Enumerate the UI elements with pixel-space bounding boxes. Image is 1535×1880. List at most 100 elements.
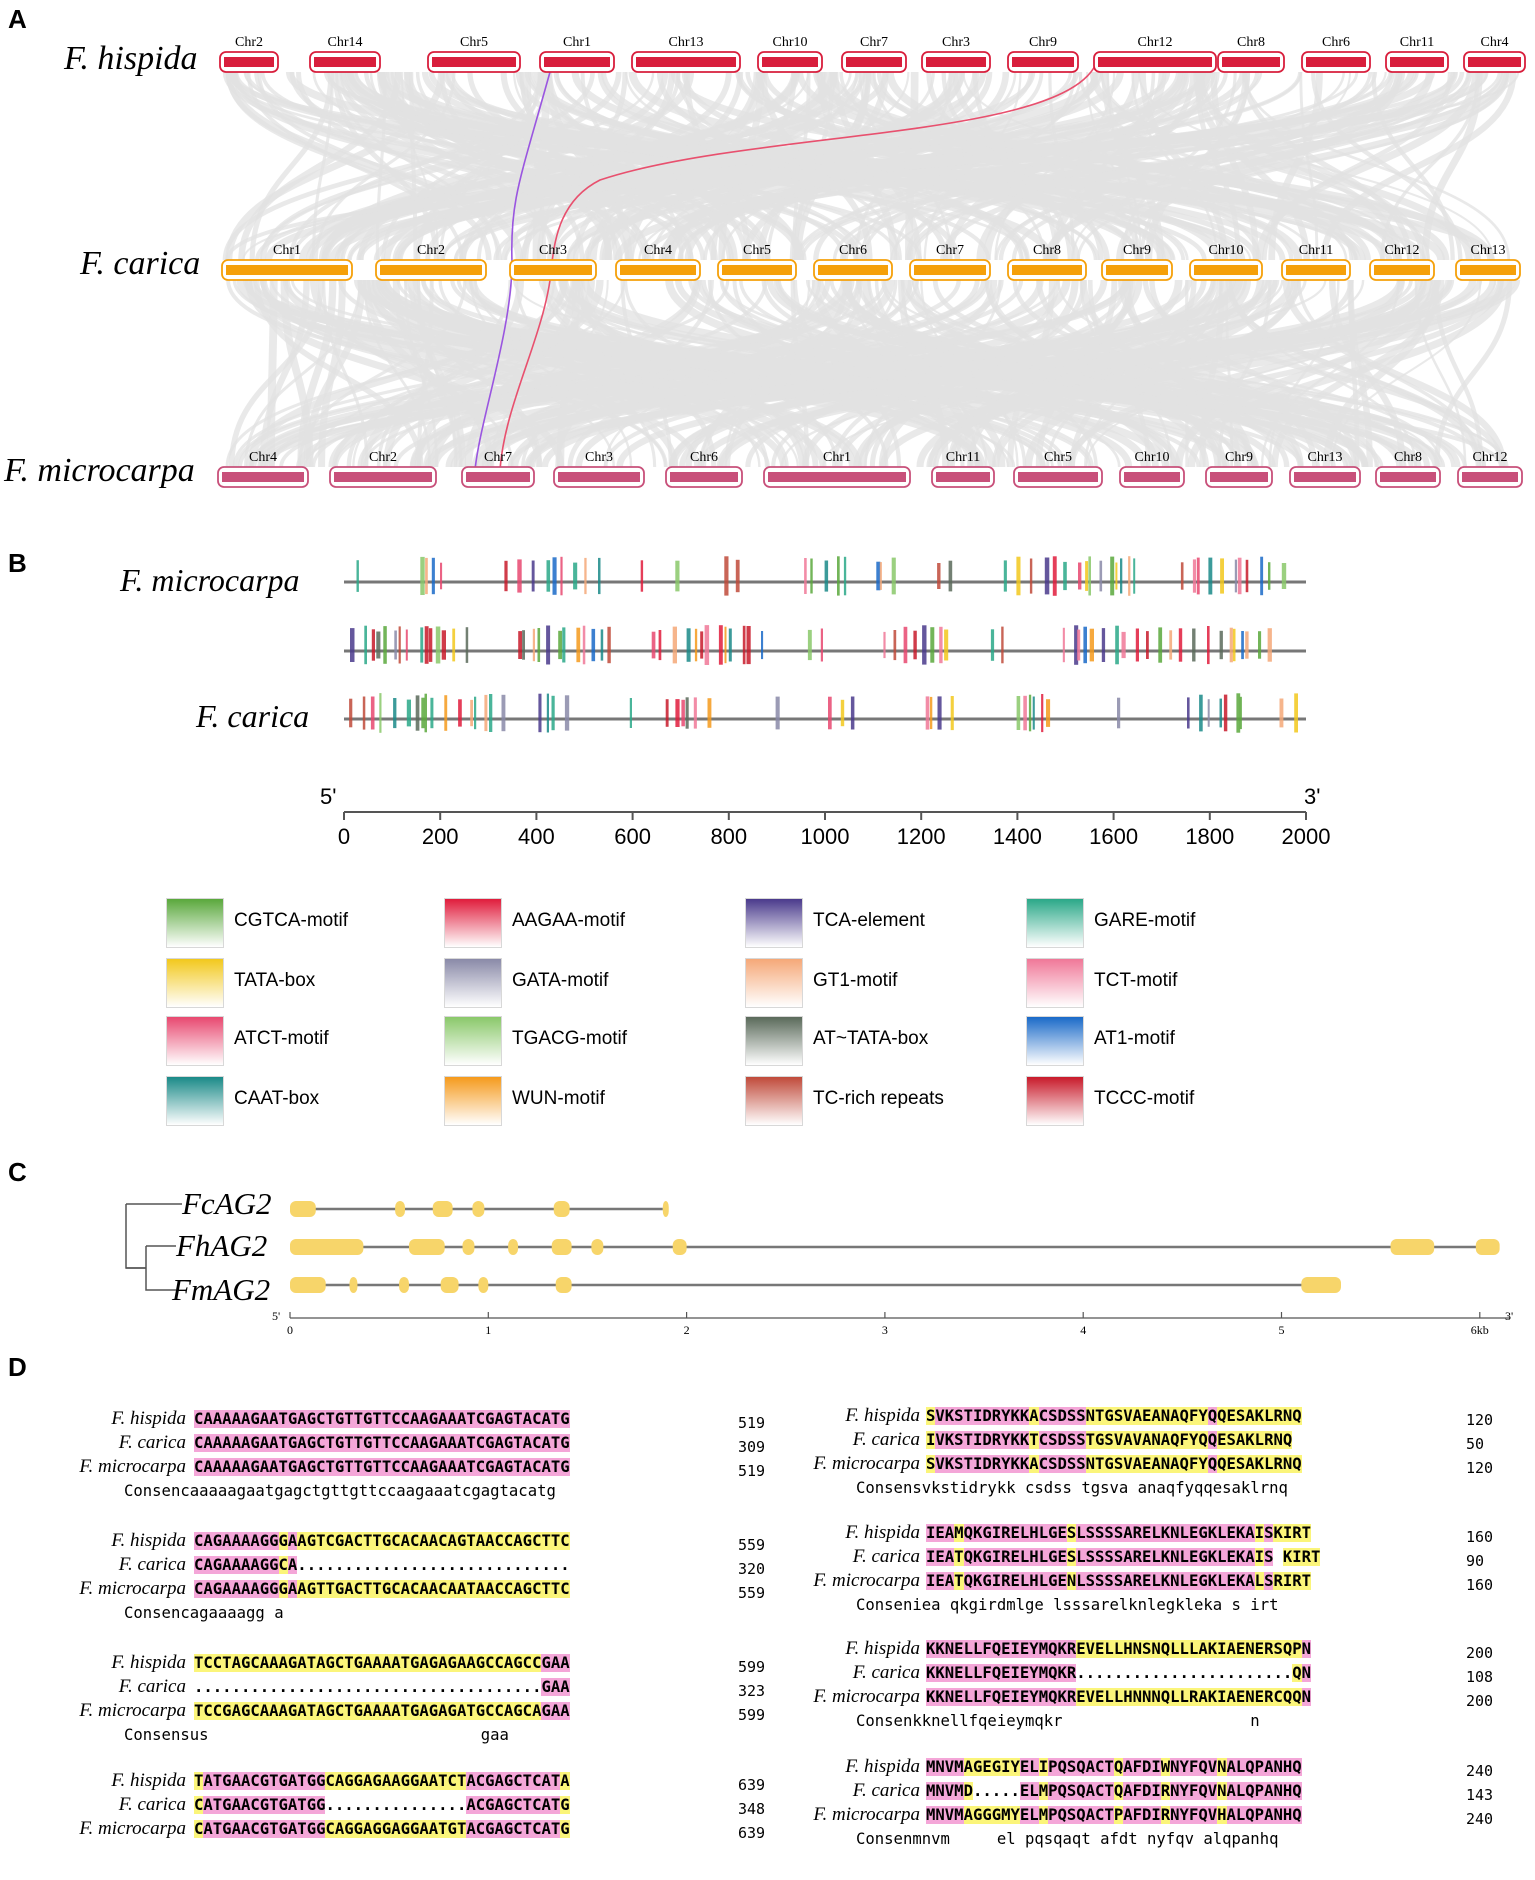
hispida-chr-chr14: Chr14 xyxy=(309,35,381,73)
motif-mark xyxy=(746,626,751,665)
gene-axis-tick-label: 3 xyxy=(881,1323,888,1337)
svg-text:Chr8: Chr8 xyxy=(1237,35,1265,50)
legend-swatch xyxy=(444,958,502,1008)
svg-text:Chr14: Chr14 xyxy=(328,35,363,50)
synteny-link xyxy=(253,279,424,468)
motif-mark xyxy=(1046,699,1051,727)
synteny-link xyxy=(373,71,1414,261)
exon xyxy=(472,1201,485,1217)
svg-text:Chr12: Chr12 xyxy=(1138,35,1173,50)
axis-tick-label: 400 xyxy=(518,824,555,849)
legend-label: CGTCA-motif xyxy=(234,910,348,931)
axis-tick-label: 1000 xyxy=(800,824,850,849)
motif-mark xyxy=(1187,697,1190,729)
exon xyxy=(508,1239,519,1255)
legend-swatch xyxy=(745,898,803,948)
hispida-chr-chr2: Chr2 xyxy=(219,35,279,73)
motif-mark xyxy=(362,696,366,730)
motif-mark xyxy=(538,693,542,733)
synteny-link xyxy=(1071,71,1352,261)
synteny-link xyxy=(232,279,1046,468)
svg-text:Chr3: Chr3 xyxy=(539,243,567,258)
motif-mark xyxy=(504,560,508,592)
motif-mark xyxy=(371,629,375,661)
legend-swatch xyxy=(1026,1016,1084,1066)
synteny-link xyxy=(1433,279,1484,468)
legend-swatch xyxy=(1026,958,1084,1008)
aligned-sequence: MNVMD.....ELMPQSQACTQAFDIRNYFQVNALQPANHQ xyxy=(926,1782,1302,1800)
motif-mark xyxy=(531,560,535,592)
species-label-microcarpa: F. microcarpa xyxy=(4,452,195,489)
synteny-link xyxy=(282,279,827,468)
svg-text:Chr4: Chr4 xyxy=(249,450,277,465)
motif-mark xyxy=(376,631,381,659)
exon xyxy=(1301,1277,1341,1293)
hispida-chr-chr11: Chr11 xyxy=(1385,35,1449,73)
legend-label: TCT-motif xyxy=(1094,970,1178,991)
motif-mark xyxy=(824,560,829,592)
synteny-link xyxy=(1241,71,1413,261)
exon xyxy=(551,1239,572,1255)
motif-mark xyxy=(424,693,427,733)
motif-mark xyxy=(370,696,375,730)
motif-mark xyxy=(1169,630,1173,660)
sequence-name: F. hispida xyxy=(845,1522,920,1543)
motif-mark xyxy=(425,557,428,595)
motif-mark xyxy=(1180,562,1184,590)
motif-mark xyxy=(761,631,764,660)
svg-text:Chr5: Chr5 xyxy=(460,35,488,50)
position-number: 639 xyxy=(738,1776,766,1794)
gene-label-fmag2: FmAG2 xyxy=(172,1272,271,1307)
svg-text:Chr11: Chr11 xyxy=(1299,243,1333,258)
legend-label: TGACG-motif xyxy=(512,1028,628,1049)
motif-mark xyxy=(1207,699,1210,727)
synteny-link xyxy=(526,71,547,261)
synteny-link xyxy=(676,71,902,261)
exon xyxy=(395,1201,406,1217)
gene-axis-tick-label: 1 xyxy=(485,1323,492,1337)
motif-mark xyxy=(718,625,723,665)
position-number: 639 xyxy=(738,1824,766,1842)
microcarpa-chr-chr10: Chr10 xyxy=(1119,450,1185,488)
motif-mark xyxy=(1003,560,1007,592)
hispida-chr-chr6: Chr6 xyxy=(1301,35,1371,73)
exon xyxy=(399,1277,409,1293)
carica-chr-chr7: Chr7 xyxy=(909,243,991,281)
legend-label: GARE-motif xyxy=(1094,910,1196,931)
motif-mark xyxy=(724,626,727,664)
axis-tick-label: 800 xyxy=(710,824,748,849)
svg-text:Chr4: Chr4 xyxy=(1481,35,1509,50)
motif-mark xyxy=(694,628,698,662)
motif-mark xyxy=(1192,559,1196,593)
motif-mark xyxy=(584,557,587,595)
synteny-link xyxy=(1434,279,1513,468)
svg-text:Chr10: Chr10 xyxy=(773,35,808,50)
microcarpa-chr-chr6: Chr6 xyxy=(665,450,743,488)
motif-mark xyxy=(470,699,473,727)
position-number: 200 xyxy=(1466,1644,1494,1662)
svg-text:Chr6: Chr6 xyxy=(690,450,718,465)
exon xyxy=(553,1201,570,1217)
synteny-link xyxy=(1089,71,1473,261)
sequence-name: F. microcarpa xyxy=(79,1700,186,1721)
aligned-sequence: MNVMAGGGMYELMPQSQACTPAFDIRNYFQVHALQPANHQ xyxy=(926,1806,1302,1824)
synteny-link xyxy=(280,279,314,468)
motif-mark xyxy=(685,697,689,729)
aligned-sequence: CAGAAAAGGCA............................. xyxy=(194,1556,570,1574)
motif-mark xyxy=(484,694,488,732)
motif-mark xyxy=(1016,696,1021,730)
svg-text:Chr5: Chr5 xyxy=(743,243,771,258)
motif-mark xyxy=(1074,625,1079,665)
position-number: 519 xyxy=(738,1462,766,1480)
motif-mark xyxy=(1267,628,1272,662)
motif-mark xyxy=(929,696,933,730)
motif-mark xyxy=(444,695,448,731)
motif-mark xyxy=(562,627,566,663)
aligned-sequence: CAAAAAGAATGAGCTGTTGTTCCAAGAAATCGAGTACATG xyxy=(194,1458,570,1476)
motif-mark xyxy=(883,631,886,659)
position-number: 200 xyxy=(1466,1692,1494,1710)
sequence-name: F. carica xyxy=(118,1794,186,1815)
exon xyxy=(408,1239,445,1255)
synteny-link xyxy=(232,71,768,261)
motif-mark xyxy=(415,695,420,731)
